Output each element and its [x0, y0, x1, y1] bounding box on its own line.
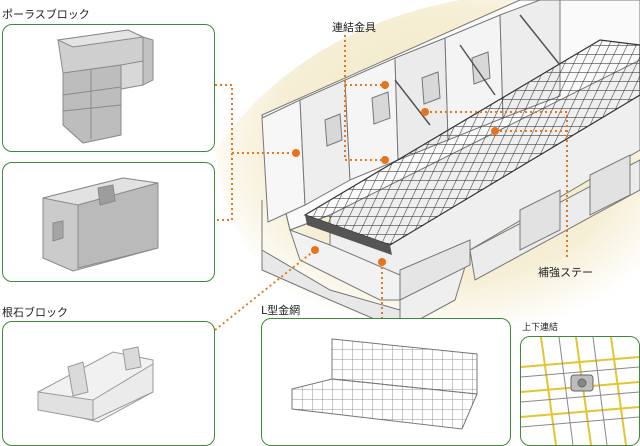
callout-dot — [491, 127, 499, 135]
label-base-block: 根石ブロック — [2, 306, 68, 319]
label-l-mesh: L型金網 — [261, 304, 301, 317]
porous-block-panel-1 — [2, 24, 215, 152]
callout-dot — [381, 81, 389, 89]
vertical-joint-illustration — [521, 337, 639, 445]
reinforcement-stays — [394, 14, 561, 126]
porous-block-illustration-1 — [56, 29, 154, 144]
label-reinforcement-stay: 補強ステー — [538, 266, 593, 279]
callout-dot — [378, 258, 386, 266]
vertical-joint-panel — [520, 336, 640, 446]
label-porous-block: ポーラスブロック — [2, 8, 90, 21]
base-block-illustration — [37, 346, 154, 423]
leader-lines — [214, 35, 568, 331]
reinforcement-mesh — [303, 39, 640, 255]
label-vertical-joint: 上下連結 — [522, 323, 559, 333]
callout-dots — [292, 81, 499, 266]
base-block-panel — [2, 321, 215, 446]
l-mesh-panel — [261, 318, 511, 446]
porous-block-illustration-2 — [42, 177, 159, 272]
callout-dot — [311, 246, 319, 254]
porous-block-panel-2 — [2, 162, 215, 282]
callout-dot — [292, 149, 300, 157]
callout-dot — [381, 156, 389, 164]
l-mesh-illustration — [291, 338, 478, 430]
callout-dot — [421, 108, 429, 116]
label-connector: 連結金具 — [332, 21, 376, 34]
